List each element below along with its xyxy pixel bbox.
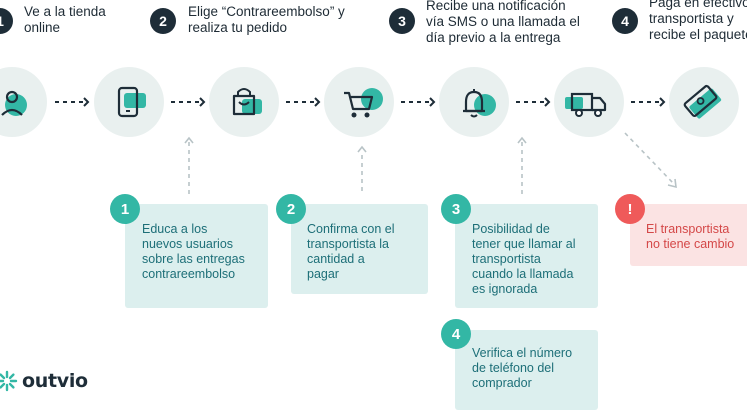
shopping-bag-icon-circle <box>209 67 279 137</box>
warning-box <box>630 204 747 266</box>
flow-arrow-2 <box>171 97 206 107</box>
flow-arrow-4 <box>401 97 436 107</box>
warning-badge: ! <box>615 194 645 224</box>
user-icon-circle <box>0 67 47 137</box>
shopping-bag-icon <box>232 88 262 116</box>
cash-icon-circle <box>669 67 739 137</box>
bell-icon <box>463 89 496 118</box>
delivery-truck-icon <box>565 92 607 117</box>
outvio-logo-text: outvio <box>22 370 88 392</box>
note-box-3 <box>455 204 598 308</box>
note-arrow-2 <box>357 145 367 191</box>
warning-arrow <box>624 132 677 189</box>
note-badge-4: 4 <box>441 319 471 349</box>
shopping-cart-icon <box>344 88 383 118</box>
note-box-4 <box>455 330 598 410</box>
step-number-3: 3 <box>389 8 415 34</box>
note-arrow-3 <box>517 136 527 194</box>
step-number-4: 4 <box>612 8 638 34</box>
tablet-icon <box>117 86 146 118</box>
flow-arrow-1 <box>55 97 90 107</box>
cash-icon <box>683 84 722 119</box>
user-icon <box>1 90 27 116</box>
shopping-cart-icon-circle <box>324 67 394 137</box>
step-number-1: 1 <box>0 8 13 34</box>
note-box-1 <box>125 204 268 308</box>
delivery-truck-icon-circle <box>554 67 624 137</box>
note-badge-3: 3 <box>441 194 471 224</box>
note-box-2 <box>291 204 428 294</box>
flow-arrow-5 <box>516 97 551 107</box>
bell-icon-circle <box>439 67 509 137</box>
outvio-logo: outvio <box>0 370 88 392</box>
outvio-logo-icon <box>0 370 18 392</box>
flow-arrow-6 <box>631 97 666 107</box>
tablet-icon-circle <box>94 67 164 137</box>
step-number-2: 2 <box>150 8 176 34</box>
flow-arrow-3 <box>286 97 321 107</box>
note-arrow-1 <box>184 136 194 194</box>
note-badge-2: 2 <box>276 194 306 224</box>
note-badge-1: 1 <box>110 194 140 224</box>
